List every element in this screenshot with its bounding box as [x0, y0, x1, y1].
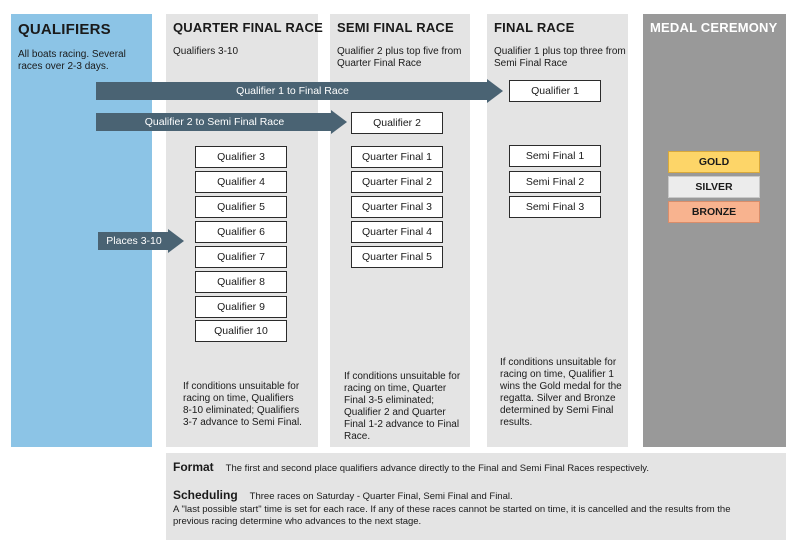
final-qualifier-1: Qualifier 1 [509, 80, 601, 102]
scheduling-row: Scheduling Three races on Saturday - Quar… [173, 489, 513, 503]
quarter-final-subtitle: Qualifiers 3-10 [173, 46, 239, 57]
semi-final-entry: Quarter Final 4 [351, 221, 443, 243]
arrow-qualifier-1-to-final: Qualifier 1 to Final Race [96, 79, 508, 103]
semi-final-entry: Quarter Final 1 [351, 146, 443, 168]
arrow-head-icon [168, 229, 184, 253]
scheduling-label: Scheduling [173, 488, 238, 502]
quarter-final-entry: Qualifier 5 [195, 196, 287, 218]
qualifiers-title: QUALIFIERS [18, 21, 111, 38]
qualifiers-subtitle: All boats racing. Several races over 2-3… [18, 49, 126, 72]
quarter-final-title: QUARTER FINAL RACE [173, 20, 323, 35]
final-entry: Semi Final 3 [509, 196, 601, 218]
semi-final-entry: Quarter Final 2 [351, 171, 443, 193]
scheduling-detail-1: A "last possible start" time is set for … [173, 504, 731, 515]
quarter-final-entry: Qualifier 3 [195, 146, 287, 168]
quarter-final-column: QUARTER FINAL RACE Qualifiers 3-10 Quali… [166, 14, 323, 447]
final-subtitle: Qualifier 1 plus top three from Semi Fin… [494, 46, 626, 69]
quarter-final-entry: Qualifier 8 [195, 271, 287, 293]
quarter-final-entry: Qualifier 10 [195, 320, 287, 342]
semi-final-note: If conditions unsuitable for racing on t… [344, 371, 461, 442]
quarter-final-entry: Qualifier 4 [195, 171, 287, 193]
final-column: FINAL RACE Qualifier 1 plus top three fr… [487, 14, 628, 447]
arrow-qualifier-2-to-semi: Qualifier 2 to Semi Final Race [96, 110, 350, 134]
medal-ceremony-title: MEDAL CEREMONY [650, 20, 778, 35]
semi-final-title: SEMI FINAL RACE [337, 20, 454, 35]
format-row: Format The first and second place qualifi… [173, 461, 649, 475]
qualifiers-column: QUALIFIERS All boats racing. Several rac… [11, 14, 152, 447]
format-label: Format [173, 460, 214, 474]
medal-ceremony-column: MEDAL CEREMONY GOLD SILVER BRONZE [643, 14, 786, 447]
bronze-medal: BRONZE [668, 201, 760, 223]
semi-final-entry: Quarter Final 3 [351, 196, 443, 218]
final-note: If conditions unsuitable for racing on t… [500, 357, 622, 428]
arrow-label: Places 3-10 [98, 232, 170, 250]
semi-final-qualifier-2: Qualifier 2 [351, 112, 443, 134]
scheduling-text: Three races on Saturday - Quarter Final,… [249, 491, 513, 502]
info-panel: Format The first and second place qualifi… [166, 453, 786, 540]
final-title: FINAL RACE [494, 20, 575, 35]
semi-final-column: SEMI FINAL RACE Qualifier 2 plus top fiv… [330, 14, 470, 447]
final-entry: Semi Final 2 [509, 171, 601, 193]
quarter-final-entry: Qualifier 9 [195, 296, 287, 318]
format-text: The first and second place qualifiers ad… [225, 463, 649, 474]
quarter-final-entry: Qualifier 7 [195, 246, 287, 268]
arrow-head-icon [331, 110, 347, 134]
arrow-label: Qualifier 1 to Final Race [96, 82, 489, 100]
scheduling-detail-2: previous racing determine who advances t… [173, 516, 422, 527]
quarter-final-entry: Qualifier 6 [195, 221, 287, 243]
arrow-label: Qualifier 2 to Semi Final Race [96, 113, 333, 131]
arrow-places-3-10: Places 3-10 [98, 229, 188, 253]
final-entry: Semi Final 1 [509, 145, 601, 167]
semi-final-subtitle: Qualifier 2 plus top five from Quarter F… [337, 46, 462, 69]
arrow-head-icon [487, 79, 503, 103]
silver-medal: SILVER [668, 176, 760, 198]
gold-medal: GOLD [668, 151, 760, 173]
semi-final-entry: Quarter Final 5 [351, 246, 443, 268]
quarter-final-note: If conditions unsuitable for racing on t… [183, 381, 302, 428]
